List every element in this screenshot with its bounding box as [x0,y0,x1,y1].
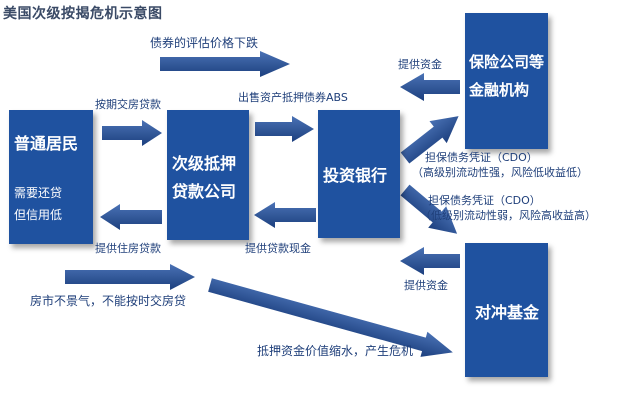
arrow-collateral-shrink [208,278,453,357]
node-resident-line2: 但信用低 [14,208,63,222]
arrow-housing-loan [100,204,162,230]
node-bank-name: 投资银行 [323,166,388,185]
arrow-housing-slump [65,264,195,290]
label-cdo-high-2: （高级别流动性强，风险低收益低） [412,166,588,179]
arrow-mortgage-payment [102,120,162,146]
arrow-sell-abs [255,116,314,142]
label-provide-funds-bottom: 提供资金 [404,279,448,292]
label-bond-down: 债券的评估价格下跌 [150,36,259,50]
node-lender-line1: 次级抵押 [172,154,237,173]
node-lender: 次级抵押 贷款公司 [167,110,249,240]
arrow-funds-from-hedge [400,247,460,275]
label-mortgage-installment: 按期交房贷款 [95,98,161,111]
label-loan-cash: 提供贷款现金 [245,242,311,255]
arrow-cdo-high [400,116,459,164]
node-resident-name: 普通居民 [14,134,79,153]
node-hedge-name: 对冲基金 [475,303,540,322]
label-cdo-high-1: 担保债务凭证（CDO） [425,151,538,164]
label-cdo-low-1: 担保债务凭证（CDO） [428,194,541,207]
label-provide-funds-top: 提供资金 [398,58,442,71]
arrow-funds-from-insurer [400,73,460,101]
node-insurer-line1: 保险公司等 [469,53,545,71]
label-sell-abs: 出售资产抵押债券ABS [238,91,348,104]
arrow-cdo-low [400,184,458,234]
node-resident: 普通居民 需要还贷 但信用低 [9,110,93,244]
node-insurer: 保险公司等 金融机构 [465,13,548,149]
arrow-loan-cash [254,202,316,228]
label-collateral-shrink: 抵押资金价值缩水，产生危机 [257,344,414,358]
diagram-title: 美国次级按揭危机示意图 [3,6,163,22]
label-housing-slump: 房市不景气，不能按时交房贷 [30,294,187,308]
node-lender-line2: 贷款公司 [172,182,237,201]
node-hedge-fund: 对冲基金 [465,243,548,377]
label-housing-loan: 提供住房贷款 [95,242,161,255]
arrow-bond-down [160,51,290,77]
node-insurer-line2: 金融机构 [469,81,530,99]
label-cdo-low-2: （低级别流动性弱，风险高收益高） [420,209,596,222]
node-investment-bank: 投资银行 [318,110,400,238]
node-resident-line1: 需要还贷 [14,186,63,200]
